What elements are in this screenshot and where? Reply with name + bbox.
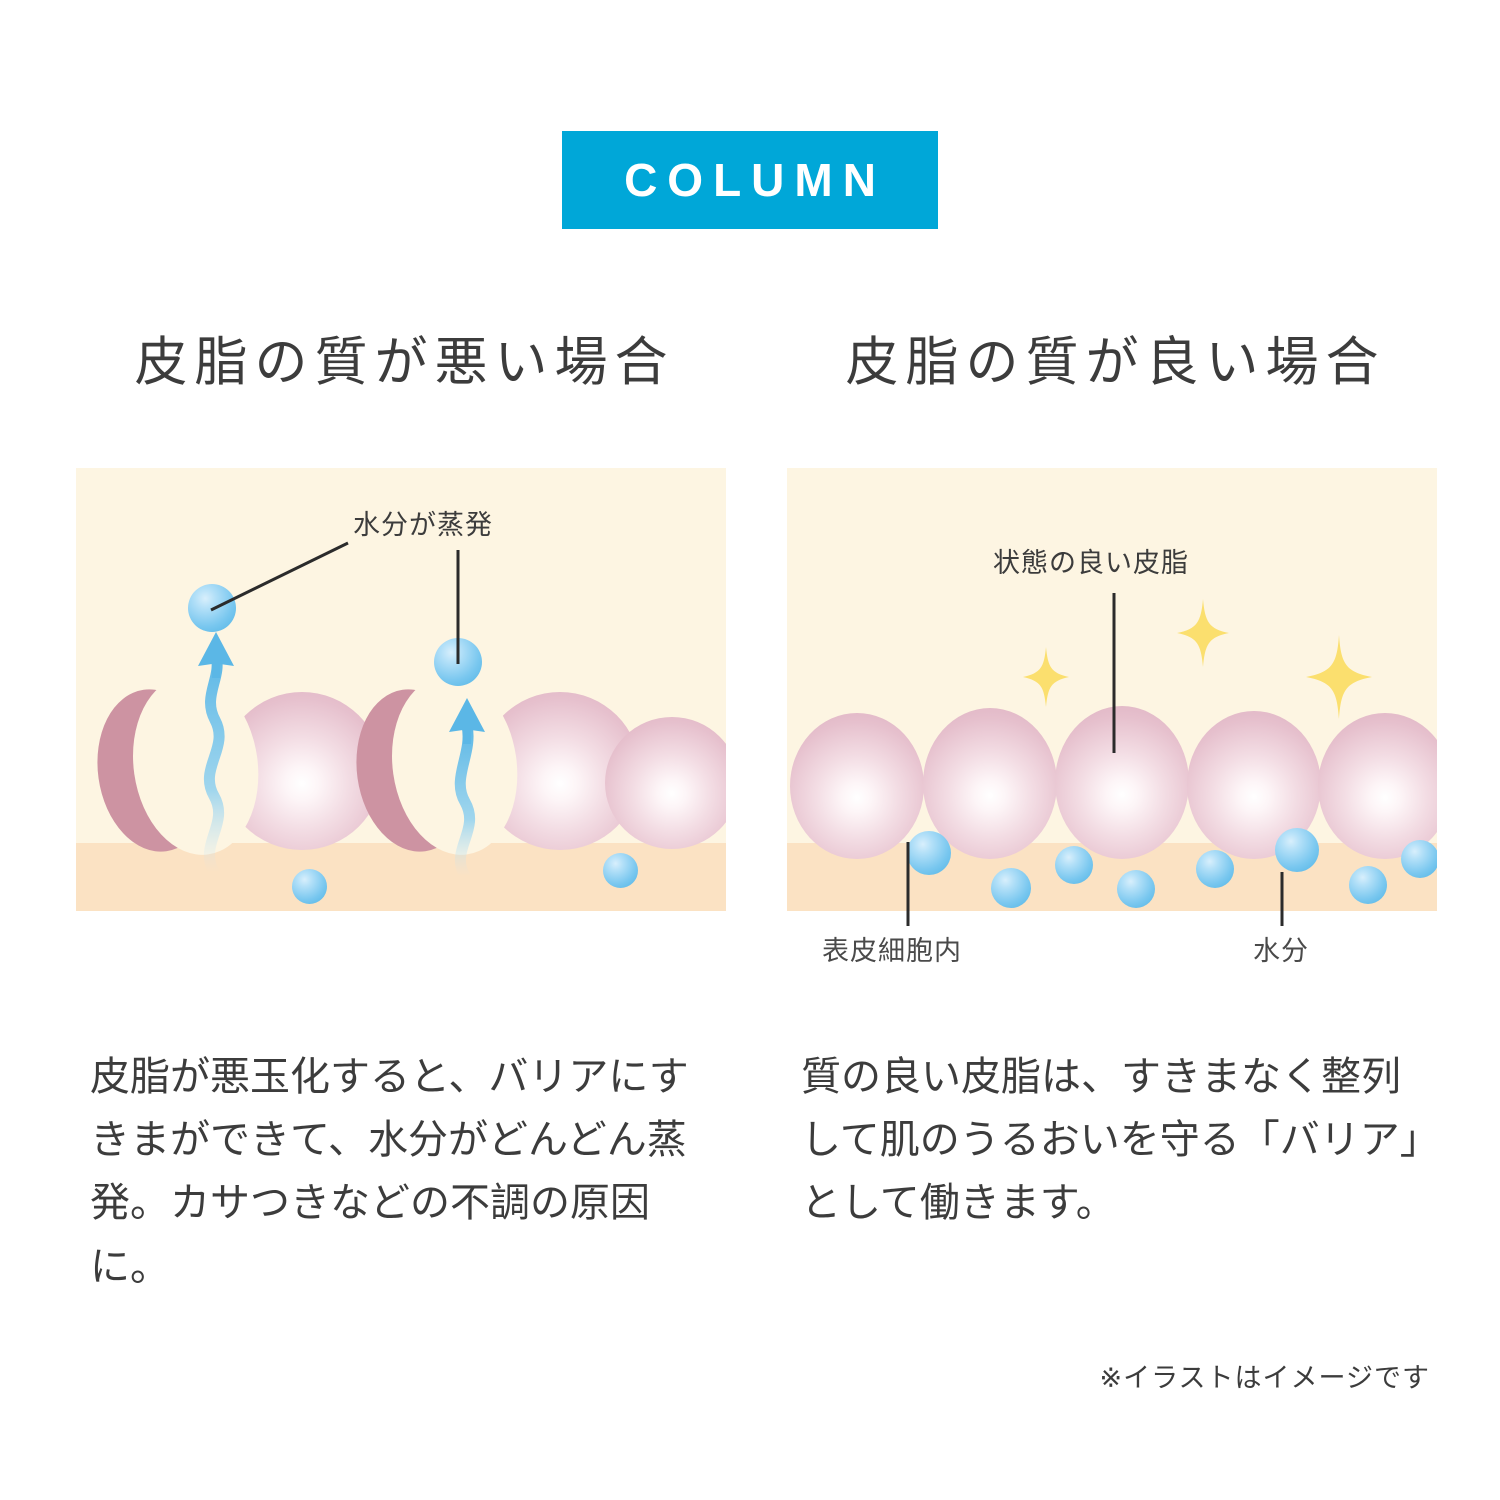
water-droplet — [292, 869, 327, 904]
water-droplet — [991, 868, 1031, 908]
label-good-sebum: 状態の良い皮脂 — [993, 548, 1189, 578]
label-moisture: 水分 — [1253, 936, 1309, 966]
water-droplet — [907, 831, 951, 875]
column-badge: COLUMN — [562, 131, 938, 229]
water-droplet — [1401, 840, 1437, 878]
column-badge-container: COLUMN — [0, 131, 1500, 229]
label-evaporation: 水分が蒸発 — [353, 510, 493, 540]
evaporation-trail — [198, 632, 234, 876]
body-text-bad: 皮脂が悪玉化すると、バリアにすきまができて、水分がどんどん蒸発。カサつきなどの不… — [90, 1055, 689, 1289]
illustration-good-sebum: 状態の良い皮脂 — [787, 468, 1437, 911]
leader-line-good-sebum — [1112, 593, 1116, 753]
footnote: ※イラストはイメージです — [1099, 1363, 1430, 1393]
body-text-good: 質の良い皮脂は、すきまなく整列して肌のうるおいを守る「バリア」として働きます。 — [801, 1055, 1420, 1226]
leader-lines-under — [906, 842, 1284, 926]
sebum-sphere — [923, 708, 1057, 859]
water-droplet — [1275, 828, 1319, 872]
column-title-good: 皮脂の質が良い場合 — [845, 333, 1386, 392]
illustration-bad-sebum: 水分が蒸発 — [76, 468, 726, 911]
leader-lines-bad — [210, 541, 460, 664]
label-epidermal-cell: 表皮細胞内 — [822, 936, 962, 966]
sebum-sphere — [790, 713, 924, 859]
sparkle-icon — [1023, 647, 1069, 707]
sebum-sphere — [1055, 706, 1189, 859]
water-droplet — [1055, 846, 1093, 884]
sebum-sphere — [1318, 713, 1437, 859]
water-droplet — [1196, 850, 1234, 888]
sparkle-icon — [1306, 635, 1372, 719]
water-droplet — [1117, 870, 1155, 908]
sparkle-icon — [1177, 599, 1229, 667]
water-droplet — [1349, 866, 1387, 904]
evaporation-trail — [449, 698, 485, 880]
sebum-sphere — [605, 717, 726, 849]
column-title-bad: 皮脂の質が悪い場合 — [134, 333, 675, 392]
water-droplet — [603, 853, 638, 888]
